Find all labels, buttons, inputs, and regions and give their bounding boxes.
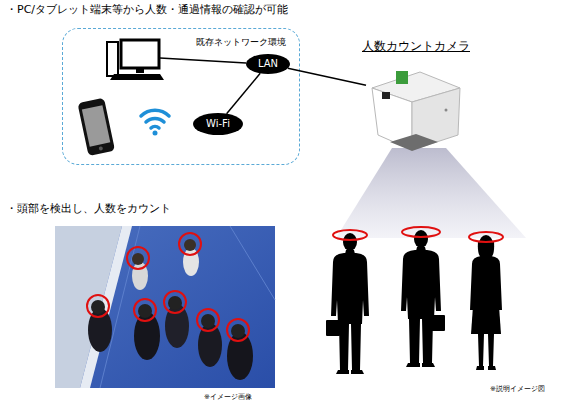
wifi-arc bbox=[141, 110, 169, 116]
pc-icon bbox=[107, 40, 164, 80]
silhouette-skirt bbox=[471, 306, 501, 334]
pc-tower bbox=[107, 42, 118, 76]
person-silhouette bbox=[326, 233, 369, 374]
detection-circle bbox=[197, 309, 219, 331]
person-head bbox=[201, 314, 215, 328]
node-label: Wi-Fi bbox=[193, 113, 243, 135]
silhouette-torso bbox=[401, 250, 441, 319]
note-text: ・PC/タブレット端末等から人数・通過情報の確認が可能 bbox=[6, 4, 288, 17]
counting-camera: 人数カウントカメラ bbox=[366, 40, 466, 152]
phone-button bbox=[98, 146, 103, 151]
node-ellipse bbox=[246, 54, 290, 74]
person-head bbox=[231, 324, 245, 338]
silhouette-legs bbox=[478, 334, 494, 366]
silhouette-legs bbox=[339, 324, 361, 370]
detection-circle bbox=[134, 299, 156, 321]
camera-terminal bbox=[396, 71, 408, 84]
wifi-arc bbox=[146, 118, 164, 122]
detection-beam bbox=[336, 148, 526, 238]
pc-keyboard bbox=[110, 74, 164, 80]
briefcase bbox=[326, 320, 340, 336]
camera-outline bbox=[366, 40, 466, 152]
node-label: 既存ネットワーク環境 bbox=[196, 37, 286, 47]
camera-lens bbox=[390, 134, 438, 151]
silhouette-head bbox=[414, 230, 428, 248]
phone-body bbox=[77, 98, 115, 156]
person-head bbox=[138, 304, 152, 318]
note-text: ※説明イメージ図 bbox=[490, 385, 545, 393]
network-area: LAN Wi-Fi 既存ネットワーク環境 bbox=[62, 28, 300, 165]
detection-circle bbox=[127, 247, 149, 269]
person-head bbox=[132, 253, 144, 265]
wifi-arc bbox=[151, 126, 159, 128]
detection-ring bbox=[402, 227, 440, 237]
silhouette-legs bbox=[409, 319, 433, 363]
person-head bbox=[184, 239, 196, 251]
photo-image bbox=[55, 226, 275, 388]
person-silhouette bbox=[401, 230, 445, 367]
wifi-ellipse: Wi-Fi bbox=[193, 113, 243, 135]
camera-port bbox=[382, 92, 390, 99]
wifi-symbol bbox=[141, 110, 169, 128]
person-head bbox=[91, 300, 105, 314]
network-wire bbox=[160, 58, 246, 63]
node-label: LAN bbox=[246, 54, 290, 74]
pc-monitor bbox=[121, 40, 159, 68]
detection-circle bbox=[227, 319, 249, 341]
detection-ring bbox=[333, 230, 367, 240]
detection-circle bbox=[164, 291, 186, 313]
silhouette-torso bbox=[470, 256, 502, 310]
silhouette-torso bbox=[331, 253, 369, 324]
network-connector bbox=[227, 73, 261, 113]
lan-ellipse: LAN bbox=[246, 54, 290, 74]
node-label: 人数カウントカメラ bbox=[356, 40, 476, 54]
detection-circle bbox=[179, 233, 201, 255]
note-text: ※イメージ画像 bbox=[204, 393, 252, 401]
detection-ring bbox=[469, 232, 503, 242]
detection-circle bbox=[87, 295, 109, 317]
network-connector bbox=[288, 68, 366, 85]
silhouette-hair bbox=[478, 242, 494, 258]
wifi-dot bbox=[153, 131, 158, 136]
person-head bbox=[168, 296, 182, 310]
silhouette-shoes bbox=[336, 370, 364, 374]
silhouette-shoes bbox=[476, 366, 496, 370]
photo-floor bbox=[55, 226, 275, 388]
briefcase bbox=[431, 315, 445, 331]
smartphone-icon bbox=[77, 98, 115, 156]
camera-screw bbox=[445, 109, 448, 112]
person-silhouette bbox=[470, 235, 502, 370]
floor-line bbox=[230, 226, 275, 300]
note-text: ・頭部を検出し、人数をカウント bbox=[6, 203, 171, 216]
node-ellipse bbox=[193, 113, 243, 135]
silhouette-shoes bbox=[406, 363, 435, 367]
pc-stand bbox=[136, 68, 144, 73]
phone-screen bbox=[82, 105, 110, 147]
silhouette-head bbox=[343, 233, 357, 251]
